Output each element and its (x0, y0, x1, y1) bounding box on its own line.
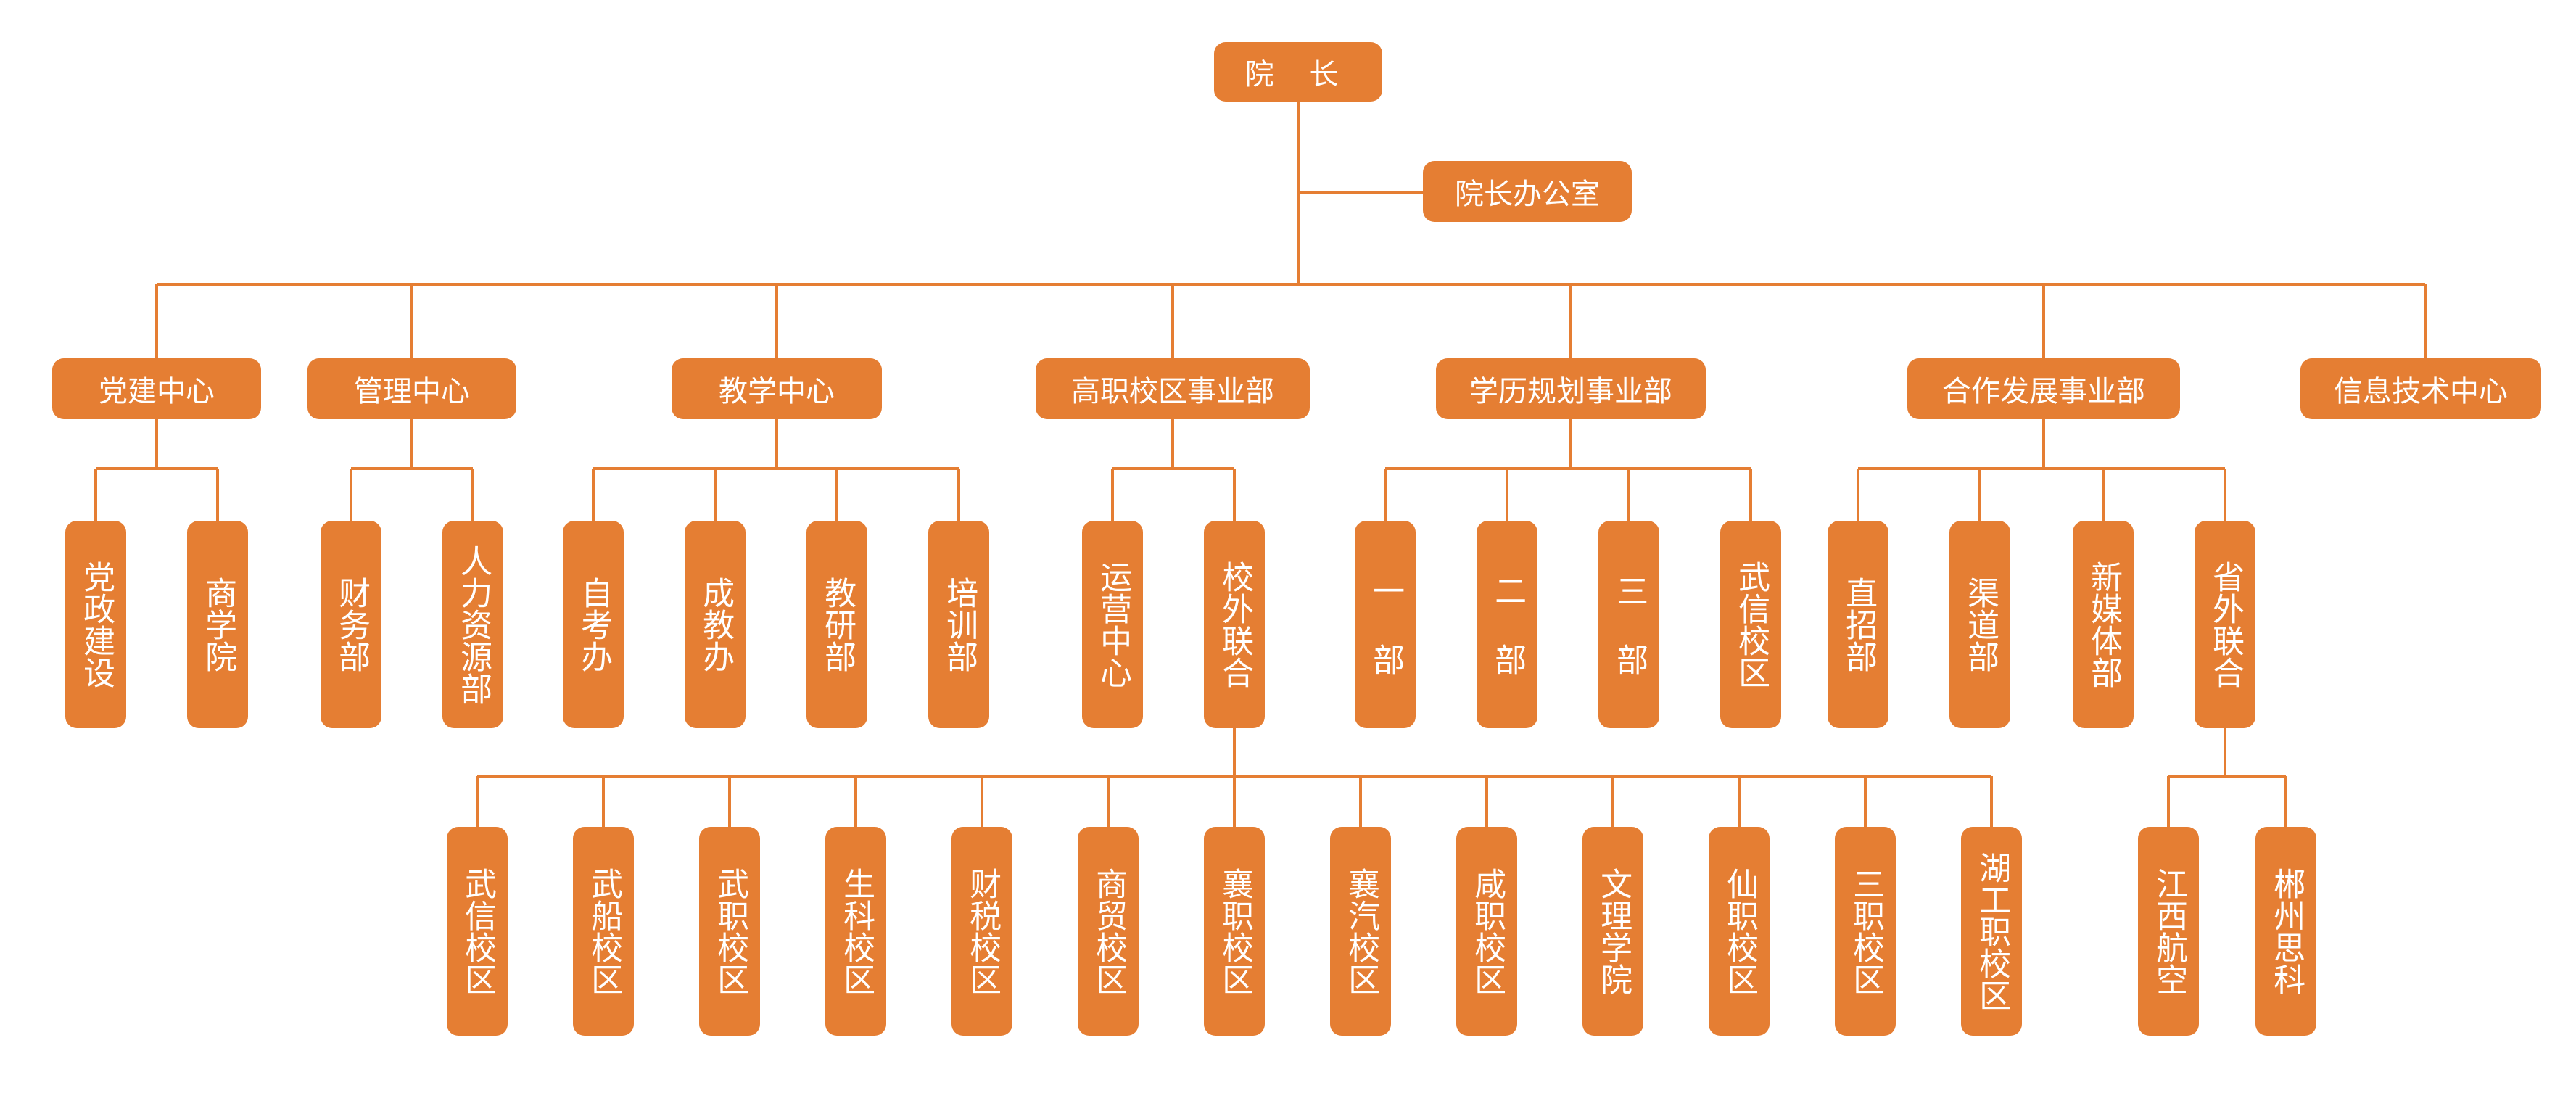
campus-wuchuan: 武船校区 (573, 827, 634, 1036)
partner-jiangxi-aviation: 江西航空 (2138, 827, 2199, 1036)
president-node: 院 长 (1214, 42, 1382, 102)
dept-division-3: 三 部 (1598, 521, 1659, 728)
dept-teaching-research: 教研部 (806, 521, 867, 728)
campus-shengke: 生科校区 (825, 827, 886, 1036)
dept-adult-edu: 成教办 (685, 521, 746, 728)
dept-new-media: 新媒体部 (2073, 521, 2134, 728)
campus-xianzhi-2: 仙职校区 (1709, 827, 1770, 1036)
dept-division-1: 一 部 (1355, 521, 1416, 728)
campus-wuxin: 武信校区 (447, 827, 508, 1036)
campus-sanzhi: 三职校区 (1835, 827, 1896, 1036)
dept-direct-admission: 直招部 (1828, 521, 1888, 728)
center-cooperation: 合作发展事业部 (1907, 358, 2180, 419)
campus-xiangzhi: 襄职校区 (1204, 827, 1265, 1036)
dept-business-school: 商学院 (187, 521, 248, 728)
dept-division-2: 二 部 (1477, 521, 1537, 728)
campus-xianzhi: 咸职校区 (1456, 827, 1517, 1036)
dept-wuxin-campus: 武信校区 (1720, 521, 1781, 728)
campus-xiangqi: 襄汽校区 (1330, 827, 1391, 1036)
center-degree-planning: 学历规划事业部 (1436, 358, 1706, 419)
dept-operations: 运营中心 (1082, 521, 1143, 728)
president-office-node: 院长办公室 (1423, 161, 1632, 222)
dept-training: 培训部 (928, 521, 989, 728)
dept-finance: 财务部 (321, 521, 381, 728)
center-vocational-campus: 高职校区事业部 (1036, 358, 1310, 419)
dept-external-partners: 校外联合 (1204, 521, 1265, 728)
campus-wuzhi: 武职校区 (699, 827, 760, 1036)
dept-party-govt: 党政建设 (65, 521, 126, 728)
center-it: 信息技术中心 (2300, 358, 2541, 419)
campus-wenli: 文理学院 (1582, 827, 1643, 1036)
center-management: 管理中心 (307, 358, 516, 419)
campus-shangmao: 商贸校区 (1078, 827, 1139, 1036)
dept-out-of-province: 省外联合 (2195, 521, 2255, 728)
dept-self-exam: 自考办 (563, 521, 624, 728)
campus-hugongzhi: 湖工职校区 (1961, 827, 2022, 1036)
dept-hr: 人力资源部 (442, 521, 503, 728)
center-teaching: 教学中心 (672, 358, 882, 419)
center-party-building: 党建中心 (52, 358, 261, 419)
dept-channels: 渠道部 (1949, 521, 2010, 728)
partner-chenzhou-sike: 郴州思科 (2255, 827, 2316, 1036)
campus-caishui: 财税校区 (951, 827, 1012, 1036)
